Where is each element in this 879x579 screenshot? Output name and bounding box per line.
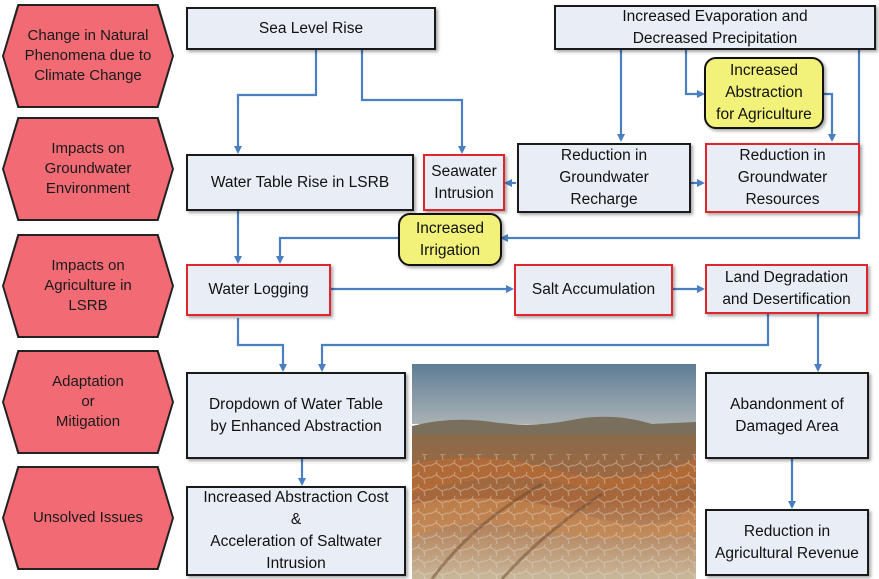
row-label-unsolved: Unsolved Issues	[4, 468, 172, 568]
box-label: Increased Evaporation and Decreased Prec…	[622, 7, 808, 47]
arrow	[236, 318, 287, 372]
row-label-adaptation: Adaptation or Mitigation	[4, 352, 172, 452]
row-label-text: Adaptation or Mitigation	[52, 373, 124, 430]
abstraction-cost-box: Increased Abstraction Cost & Acceleratio…	[186, 486, 406, 576]
box-label: Increased Irrigation	[415, 219, 485, 259]
arrow	[318, 312, 770, 372]
row-label-text: Change in Natural Phenomena due to Clima…	[24, 27, 152, 84]
reduction-recharge-box: Reduction in Groundwater Recharge	[517, 143, 691, 213]
evaporation-precipitation-box: Increased Evaporation and Decreased Prec…	[554, 5, 876, 50]
box-label: Land Degradation and Desertification	[722, 269, 851, 308]
sea-level-rise-box: Sea Level Rise	[186, 7, 436, 50]
box-label: Abandonment of Damaged Area	[730, 395, 844, 435]
arrow	[823, 92, 836, 142]
box-label: Reduction in Agricultural Revenue	[715, 522, 859, 562]
box-label: Seawater Intrusion	[431, 162, 497, 202]
reduction-resources-box: Reduction in Groundwater Resources	[705, 143, 860, 213]
seawater-intrusion-box: Seawater Intrusion	[423, 154, 505, 211]
abandonment-box: Abandonment of Damaged Area	[705, 372, 869, 459]
box-label: Salt Accumulation	[531, 281, 656, 298]
box-label: Increased Abstraction Cost & Acceleratio…	[203, 489, 389, 572]
increased-abstraction-box: Increased Abstraction for Agriculture	[704, 57, 824, 129]
row-label-text: Impacts on Groundwater Environment	[44, 140, 132, 197]
desertification-photo	[412, 364, 696, 579]
row-label-climate-change: Change in Natural Phenomena due to Clima…	[4, 6, 172, 106]
row-label-text: Unsolved Issues	[32, 509, 144, 526]
water-logging-box: Water Logging	[186, 264, 331, 316]
arrow	[276, 236, 398, 264]
landscape-image	[412, 364, 696, 579]
row-label-agriculture: Impacts on Agriculture in LSRB	[4, 236, 172, 336]
dropdown-water-table-box: Dropdown of Water Table by Enhanced Abst…	[186, 372, 406, 459]
reduction-revenue-box: Reduction in Agricultural Revenue	[705, 509, 869, 576]
arrow	[360, 48, 466, 154]
box-label: Reduction in Groundwater Resources	[737, 147, 828, 208]
box-label: Reduction in Groundwater Recharge	[559, 147, 649, 208]
salt-accumulation-box: Salt Accumulation	[514, 264, 673, 316]
arrow	[234, 48, 318, 154]
box-label: Increased Abstraction for Agriculture	[716, 62, 812, 123]
box-label: Water Table Rise in LSRB	[210, 173, 390, 191]
row-label-groundwater: Impacts on Groundwater Environment	[4, 119, 172, 219]
increased-irrigation-box: Increased Irrigation	[398, 213, 502, 266]
box-label: Dropdown of Water Table by Enhanced Abst…	[208, 395, 384, 435]
box-label: Water Logging	[208, 281, 309, 298]
row-label-text: Impacts on Agriculture in LSRB	[44, 257, 132, 314]
water-table-rise-box: Water Table Rise in LSRB	[186, 154, 414, 211]
land-degradation-box: Land Degradation and Desertification	[705, 264, 868, 314]
arrow	[684, 48, 705, 98]
arrow	[500, 48, 861, 242]
box-label: Sea Level Rise	[258, 19, 364, 37]
